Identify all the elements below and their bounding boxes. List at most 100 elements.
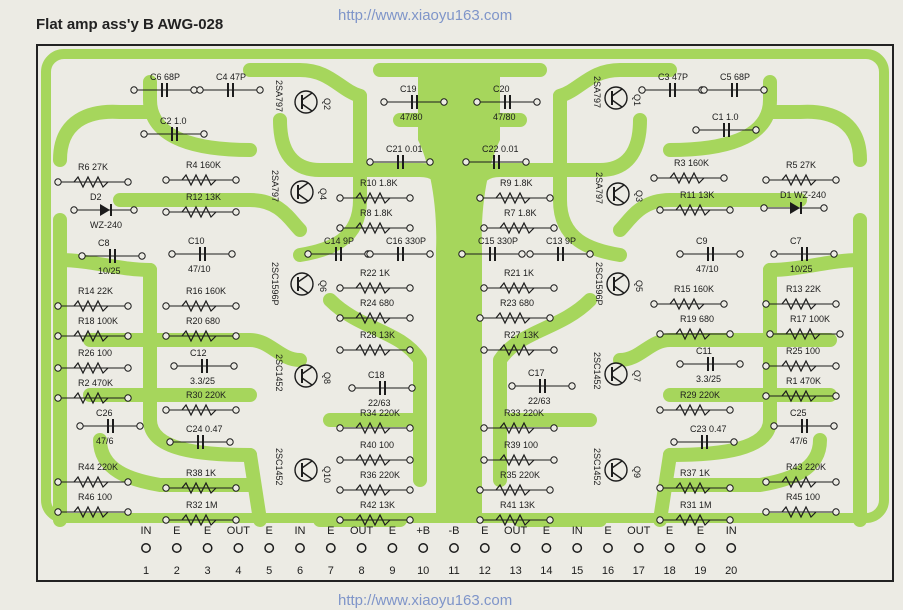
pin-label: -B bbox=[449, 525, 460, 537]
component-label: R24 680 bbox=[360, 298, 394, 308]
component-label: C6 68P bbox=[150, 72, 180, 82]
pad bbox=[54, 332, 62, 340]
component-label: R43 220K bbox=[786, 462, 826, 472]
component-r41: R41 13K bbox=[476, 500, 554, 527]
transistor-part-number: 2SA797 bbox=[270, 170, 280, 202]
pad bbox=[762, 478, 770, 486]
component-label: R38 1K bbox=[186, 468, 216, 478]
pin-label: OUT bbox=[504, 525, 528, 537]
pad bbox=[336, 486, 344, 494]
pad bbox=[726, 206, 734, 214]
pin-pad bbox=[633, 543, 644, 553]
pad bbox=[162, 176, 170, 184]
pin-label: E bbox=[697, 525, 704, 537]
pad bbox=[426, 250, 434, 258]
pad bbox=[546, 516, 554, 524]
component-label: C9 bbox=[696, 236, 708, 246]
component-r33: R33 220K bbox=[480, 408, 558, 435]
component-label: R16 160K bbox=[186, 286, 226, 296]
component-r25: R25 100 bbox=[762, 346, 840, 373]
pad bbox=[76, 422, 84, 430]
copper-trace-18 bbox=[663, 263, 777, 462]
pad bbox=[656, 206, 664, 214]
pad bbox=[546, 314, 554, 322]
pad bbox=[426, 158, 434, 166]
transistor-emitter bbox=[297, 193, 309, 202]
component-label: C15 330P bbox=[478, 236, 518, 246]
resistor-symbol bbox=[181, 513, 217, 527]
component-label: C26 bbox=[96, 408, 113, 418]
component-label: C23 0.47 bbox=[690, 424, 727, 434]
resistor-symbol bbox=[181, 205, 217, 219]
pad bbox=[200, 130, 208, 138]
component-label: R28 13K bbox=[360, 330, 395, 340]
pin-pad bbox=[356, 543, 367, 553]
pad bbox=[762, 176, 770, 184]
pad bbox=[124, 394, 132, 402]
component-r28: R28 13K bbox=[336, 330, 414, 357]
component-label: C12 bbox=[190, 348, 207, 358]
pin-label: E bbox=[173, 525, 180, 537]
pin-pad bbox=[572, 543, 583, 553]
transistor-part-number: 2SC1452 bbox=[274, 448, 284, 486]
pin-label: IN bbox=[726, 525, 737, 537]
pad bbox=[366, 250, 374, 258]
transistor-collector bbox=[613, 184, 625, 193]
pad bbox=[476, 516, 484, 524]
copper-trace-13 bbox=[663, 75, 777, 157]
component-label: C10 bbox=[188, 236, 205, 246]
resistor-symbol bbox=[675, 203, 711, 217]
pad bbox=[508, 382, 516, 390]
component-value: 47/6 bbox=[96, 436, 114, 446]
pin-number: 1 bbox=[143, 565, 149, 577]
component-label: C11 bbox=[696, 346, 712, 356]
component-label: R18 100K bbox=[78, 316, 118, 326]
resistor-symbol bbox=[73, 475, 109, 489]
transistor-part-number: 2SC1596P bbox=[594, 262, 604, 306]
pin-label: +B bbox=[416, 525, 430, 537]
resistor-symbol bbox=[781, 505, 817, 519]
watermark-top: http://www.xiaoyu163.com bbox=[338, 7, 513, 24]
pin-label: E bbox=[543, 525, 550, 537]
transistor-collector bbox=[297, 182, 309, 191]
pad bbox=[232, 406, 240, 414]
transistor-body bbox=[290, 180, 314, 204]
resistor-symbol bbox=[499, 281, 535, 295]
copper-trace-24 bbox=[613, 333, 837, 367]
pad bbox=[228, 250, 236, 258]
pad bbox=[138, 252, 146, 260]
pin-7: E7 bbox=[325, 525, 336, 577]
copper-outer-ring bbox=[41, 49, 889, 523]
pin-number: 5 bbox=[266, 565, 272, 577]
pad bbox=[752, 126, 760, 134]
pad bbox=[232, 332, 240, 340]
pin-label: E bbox=[604, 525, 611, 537]
pad bbox=[406, 424, 414, 432]
pad bbox=[440, 98, 448, 106]
pin-pad bbox=[387, 543, 398, 553]
component-label: R37 1K bbox=[680, 468, 710, 478]
pad bbox=[406, 194, 414, 202]
resistor-symbol bbox=[785, 327, 821, 341]
transistor-collector bbox=[611, 460, 623, 469]
resistor-symbol bbox=[499, 221, 535, 235]
component-r34: R34 220K bbox=[336, 408, 414, 435]
component-r18: R18 100K bbox=[54, 316, 132, 343]
resistor-symbol bbox=[73, 175, 109, 189]
resistor-symbol bbox=[73, 299, 109, 313]
copper-trace-9 bbox=[273, 113, 327, 177]
transistor-body bbox=[294, 364, 318, 388]
component-label: R12 13K bbox=[186, 192, 221, 202]
component-c1: C1 1.0 bbox=[692, 112, 760, 137]
resistor-symbol bbox=[73, 391, 109, 405]
resistor-symbol bbox=[181, 403, 217, 417]
pin-pad bbox=[325, 543, 336, 553]
pad bbox=[476, 314, 484, 322]
pad bbox=[70, 206, 78, 214]
